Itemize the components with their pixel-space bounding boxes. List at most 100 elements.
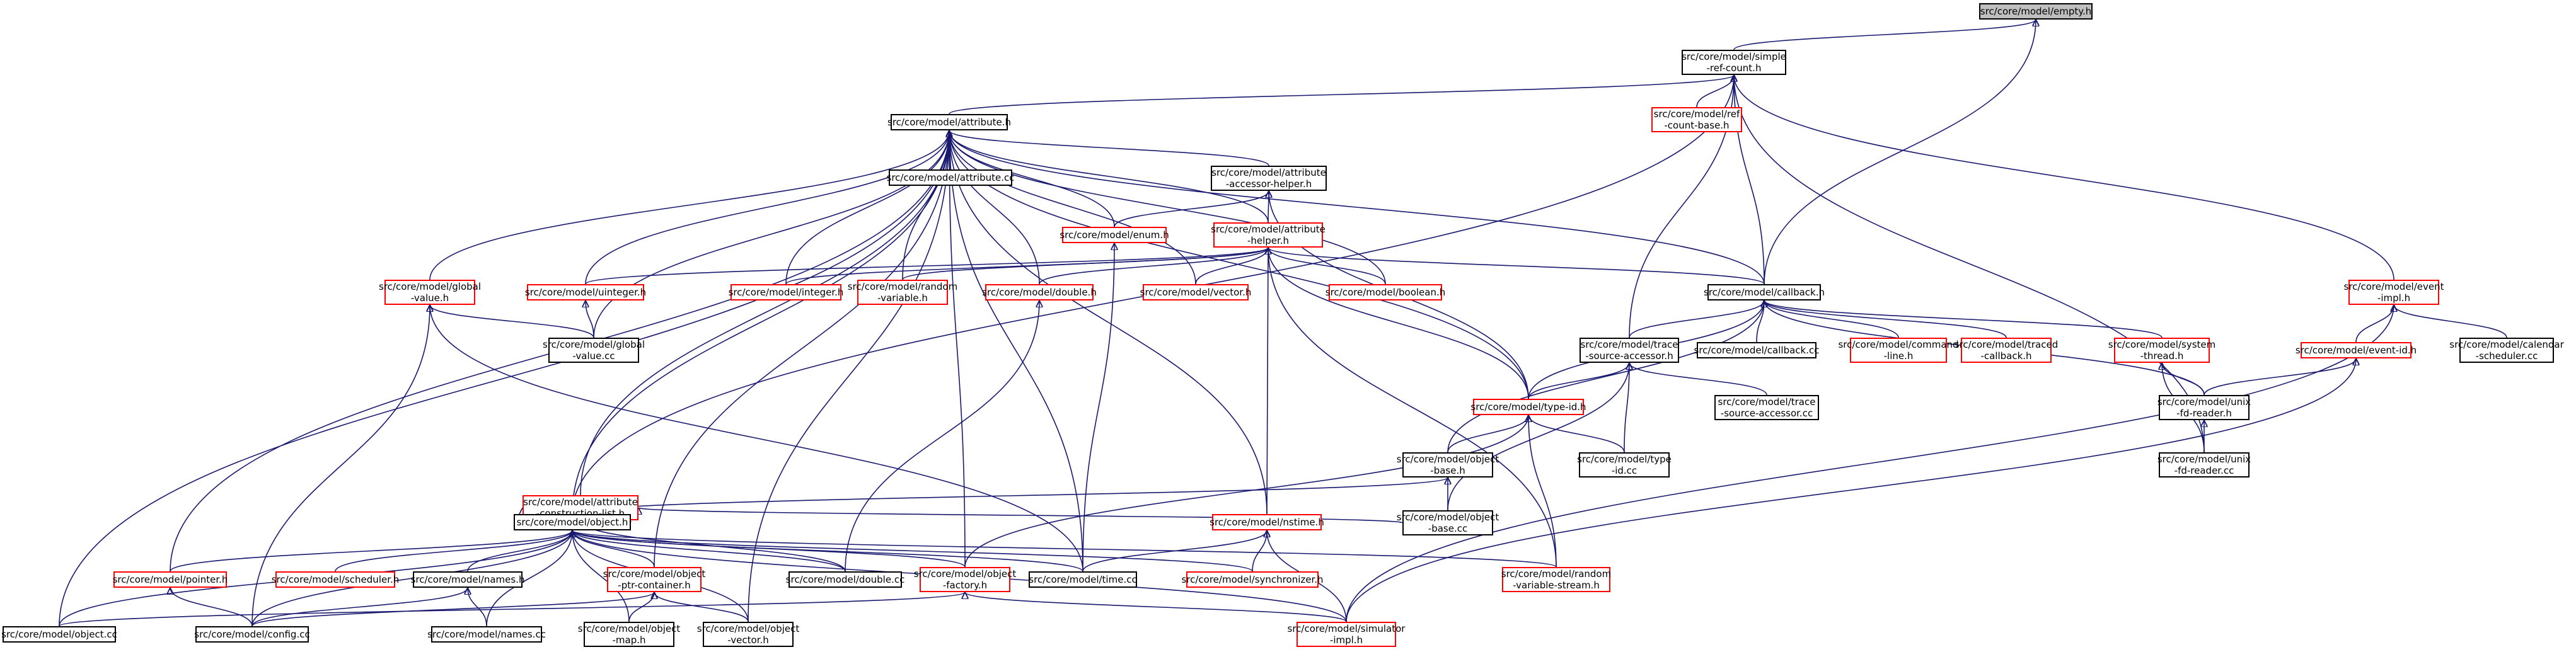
node-global-value-h[interactable]: src/core/model/global -value.h — [379, 280, 482, 305]
node-random-variable-stream-h[interactable]: src/core/model/random -variable-stream.h — [1501, 567, 1612, 592]
edge-object-cc-to-object-factory — [59, 592, 965, 627]
edge-object-vector-to-attribute — [748, 130, 949, 622]
edge-attribute-to-simple-ref-count — [949, 74, 1734, 115]
node-type-id-h[interactable]: src/core/model/type-id.h — [1470, 399, 1586, 415]
edge-random-variable-stream-to-object — [572, 530, 1557, 568]
edge-config-cc-to-pointer — [170, 587, 253, 627]
edge-object-base-to-callback — [1447, 300, 1764, 453]
edge-callback-to-empty — [1764, 20, 2036, 285]
edge-type-id-cc-to-trace-source-accessor — [1624, 363, 1629, 453]
edge-names-cc-to-names-h — [468, 588, 487, 627]
edge-vector-to-attribute-helper — [1195, 247, 1268, 285]
edge-attribute-helper-to-attribute — [949, 130, 1269, 223]
node-pointer-h[interactable]: src/core/model/pointer.h — [113, 571, 228, 588]
node-double-cc[interactable]: src/core/model/double.cc — [786, 571, 904, 588]
node-callback-h[interactable]: src/core/model/callback.h — [1704, 284, 1825, 300]
node-object-cc[interactable]: src/core/model/object.cc — [1, 626, 117, 643]
node-attribute-cc[interactable]: src/core/model/attribute.cc — [887, 169, 1014, 186]
edge-uinteger-to-attribute-helper — [585, 247, 1268, 285]
edge-uinteger-to-attribute — [585, 130, 949, 285]
edge-synchronizer-to-object — [572, 530, 1253, 572]
edge-config-cc-to-global-value — [251, 305, 430, 627]
node-global-value-cc[interactable]: src/core/model/global -value.cc — [543, 338, 645, 363]
edge-object-base-cc-to-trace-source-accessor — [1447, 363, 1629, 511]
node-nstime-h[interactable]: src/core/model/nstime.h — [1210, 514, 1324, 530]
node-config-cc[interactable]: src/core/model/config.cc — [194, 626, 310, 643]
edge-global-value-cc-to-attribute — [593, 130, 949, 338]
node-trace-source-accessor-h[interactable]: src/core/model/trace -source-accessor.h — [1580, 338, 1679, 363]
node-uinteger-h[interactable]: src/core/model/uinteger.h — [525, 284, 646, 300]
edge-event-impl-to-simple-ref-count — [1734, 75, 2394, 280]
edge-config-cc-to-names-h — [251, 587, 468, 627]
node-type-id-cc[interactable]: src/core/model/type -id.cc — [1577, 452, 1672, 478]
edge-nstime-to-attribute-helper — [1267, 248, 1268, 515]
edge-time-cc-to-global-value — [430, 305, 1083, 572]
node-names-cc[interactable]: src/core/model/names.cc — [427, 626, 546, 643]
node-attribute-helper-h[interactable]: src/core/model/attribute -helper.h — [1211, 222, 1326, 248]
edge-command-line-to-callback — [1764, 300, 1899, 338]
node-event-id-h[interactable]: src/core/model/event-id.h — [2296, 342, 2417, 358]
node-attribute-h[interactable]: src/core/model/attribute.h — [887, 114, 1011, 130]
edge-attribute-construction-list-to-attribute — [580, 130, 949, 496]
node-random-variable-h[interactable]: src/core/model/random -variable.h — [847, 280, 958, 305]
edge-simple-ref-count-to-empty — [1733, 19, 2036, 50]
node-object-ptr-container-h[interactable]: src/core/model/object -ptr-container.h — [603, 567, 706, 592]
node-enum-h[interactable]: src/core/model/enum.h — [1060, 227, 1169, 243]
node-empty-h[interactable]: src/core/model/empty.h — [1979, 3, 2093, 20]
node-system-thread-h[interactable]: src/core/model/system -thread.h — [2108, 338, 2216, 363]
edge-integer-to-attribute — [785, 130, 949, 285]
node-object-base-cc[interactable]: src/core/model/object -base.cc — [1396, 510, 1499, 535]
edge-callback-to-attribute — [949, 130, 1765, 285]
node-unix-fd-reader-cc[interactable]: src/core/model/unix -fd-reader.cc — [2157, 452, 2251, 478]
edge-time-cc-to-object — [572, 530, 1083, 572]
edge-double-cc-to-object — [572, 530, 846, 572]
node-callback-cc[interactable]: src/core/model/callback.cc — [1694, 342, 1819, 358]
node-boolean-h[interactable]: src/core/model/boolean.h — [1326, 284, 1445, 300]
edge-boolean-to-attribute — [949, 130, 1386, 285]
node-vector-h[interactable]: src/core/model/vector.h — [1140, 284, 1251, 300]
node-double-h[interactable]: src/core/model/double.h — [982, 284, 1097, 300]
node-object-factory-h[interactable]: src/core/model/object -factory.h — [913, 567, 1017, 592]
node-ref-count-base-h[interactable]: src/core/model/ref -count-base.h — [1651, 107, 1742, 132]
node-simulator-impl-h[interactable]: src/core/model/simulator -impl.h — [1287, 622, 1406, 647]
node-object-vector-h[interactable]: src/core/model/object -vector.h — [696, 622, 800, 647]
edge-type-id-to-trace-source-accessor — [1528, 362, 1629, 399]
edge-double-cc-to-double — [845, 300, 1039, 572]
edge-time-cc-to-enum — [1082, 243, 1114, 572]
node-event-impl-h[interactable]: src/core/model/event -impl.h — [2343, 280, 2444, 305]
node-attribute-accessor-helper-h[interactable]: src/core/model/attribute -accessor-helpe… — [1211, 166, 1327, 191]
edge-random-variable-stream-to-type-id — [1528, 415, 1557, 568]
edge-config-cc-to-object-ptr-container — [251, 592, 654, 627]
node-object-h[interactable]: src/core/model/object.h — [514, 514, 631, 530]
edge-double-to-attribute — [949, 130, 1040, 285]
edge-double-to-attribute-helper — [1039, 247, 1268, 285]
node-object-map-h[interactable]: src/core/model/object -map.h — [577, 622, 681, 647]
edge-trace-source-accessor-cc-to-trace-source-accessor — [1629, 362, 1767, 396]
edge-scheduler-to-object — [335, 530, 572, 572]
node-scheduler-h[interactable]: src/core/model/scheduler.h — [272, 571, 399, 588]
node-command-line-h[interactable]: src/core/model/command -line.h — [1838, 338, 1959, 363]
edge-global-value-cc-to-uinteger — [586, 300, 594, 338]
node-traced-callback-h[interactable]: src/core/model/traced -callback.h — [1954, 338, 2059, 363]
node-unix-fd-reader-h[interactable]: src/core/model/unix -fd-reader.h — [2157, 395, 2251, 420]
edge-simulator-impl-to-event-id — [1346, 358, 2356, 622]
node-trace-source-accessor-cc[interactable]: src/core/model/trace -source-accessor.cc — [1714, 395, 1819, 420]
edge-object-factory-to-attribute — [949, 130, 966, 568]
edge-calendar-scheduler-to-event-impl — [2394, 304, 2507, 338]
edge-unix-fd-reader-h-to-system-thread — [2162, 362, 2205, 396]
node-time-cc[interactable]: src/core/model/time.cc — [1029, 571, 1137, 588]
node-object-base-h[interactable]: src/core/model/object -base.h — [1396, 452, 1499, 478]
node-names-h[interactable]: src/core/model/names.h — [411, 571, 524, 588]
edge-object-ptr-container-to-attribute — [654, 130, 949, 568]
edge-time-cc-to-attribute — [949, 130, 1083, 572]
edge-unix-fd-reader-cc-to-simple-ref-count — [1734, 75, 2205, 453]
edge-config-cc-to-object — [251, 530, 572, 627]
node-synchronizer-h[interactable]: src/core/model/synchronizer.h — [1181, 571, 1324, 588]
edge-object-to-attribute — [572, 130, 949, 515]
node-calendar-scheduler-cc[interactable]: src/core/model/calendar -scheduler.cc — [2449, 338, 2564, 363]
node-simple-ref-count-h[interactable]: src/core/model/simple -ref-count.h — [1682, 50, 1786, 75]
edge-object-factory-to-type-id — [964, 415, 1528, 568]
node-integer-h[interactable]: src/core/model/integer.h — [729, 284, 843, 300]
